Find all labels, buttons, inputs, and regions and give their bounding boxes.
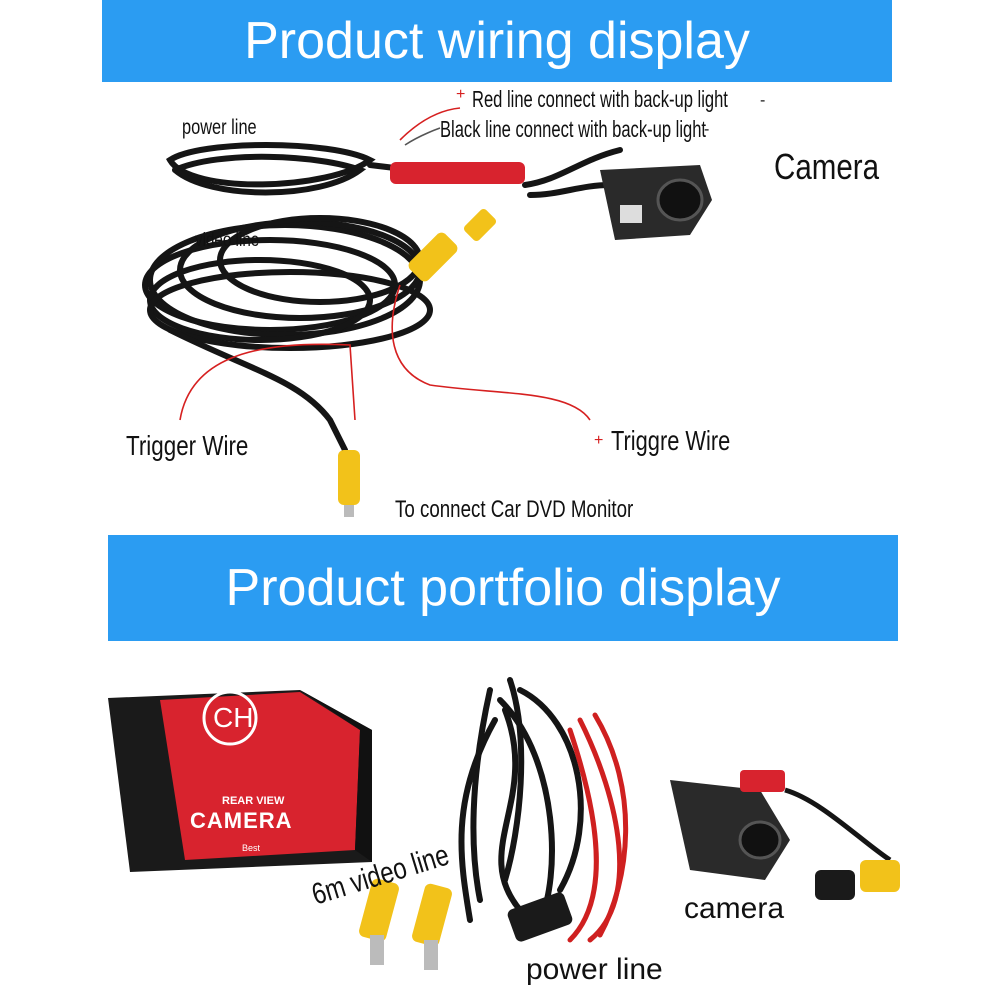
plus-sign-trigger: + <box>594 432 604 449</box>
camera-text: Camera <box>774 146 879 187</box>
red-line-label: Red line connect with back-up light <box>472 86 827 113</box>
minus-sign-1: - <box>760 92 766 109</box>
box-brand: CH <box>213 702 254 733</box>
product-box <box>108 690 372 872</box>
minus-sign-2: - <box>704 121 710 138</box>
camera-unit <box>600 165 712 240</box>
red-line-text: Red line connect with back-up light <box>472 86 728 112</box>
monitor-text: To connect Car DVD Monitor <box>395 496 634 523</box>
video-cable-bundle <box>458 677 584 923</box>
power-line-portfolio-label: power line <box>526 953 663 986</box>
camera-portfolio-label: camera <box>684 892 785 925</box>
box-logo-circle <box>202 690 258 746</box>
box-small-text: Best <box>242 843 261 853</box>
power-line-text: power line <box>182 116 257 139</box>
rca-connector-bottom <box>338 450 360 517</box>
thin-wires <box>179 107 591 421</box>
triggre-wire-label: Triggre Wire <box>611 425 764 457</box>
rca-tip-2 <box>424 940 438 970</box>
trigger-wire-label: Trigger Wire <box>126 430 279 462</box>
camera-label: Camera <box>774 146 902 188</box>
video-line-label: video line <box>195 230 275 252</box>
black-line-label: Black line connect with back-up light <box>440 116 809 143</box>
red-power-plug <box>390 162 525 184</box>
box-title: CAMERA <box>190 808 293 833</box>
power-cable-bundle <box>567 712 629 943</box>
coiled-video-cable <box>142 215 433 453</box>
portfolio-display-title: Product portfolio display <box>225 559 781 617</box>
monitor-label: To connect Car DVD Monitor <box>395 496 700 524</box>
dc-power-plug <box>507 892 573 942</box>
portfolio-display-banner: Product portfolio display <box>108 535 898 641</box>
black-line-text: Black line connect with back-up light <box>440 116 707 142</box>
video-line-text: video line <box>195 230 260 251</box>
triggre-wire-text: Triggre Wire <box>611 425 731 456</box>
trigger-wire-text: Trigger Wire <box>126 430 249 461</box>
rca-plug-2 <box>412 883 452 947</box>
power-line-label: power line <box>182 116 278 140</box>
rca-tip-1 <box>370 935 384 965</box>
box-subtitle: REAR VIEW <box>222 795 285 807</box>
rca-connector-top <box>408 208 497 282</box>
wiring-display-banner: Product wiring display <box>102 0 892 82</box>
power-cable <box>165 142 623 198</box>
rca-plug-1 <box>359 878 399 942</box>
wiring-display-title: Product wiring display <box>244 12 750 70</box>
plus-sign: + <box>456 86 466 103</box>
portfolio-camera <box>670 770 900 900</box>
